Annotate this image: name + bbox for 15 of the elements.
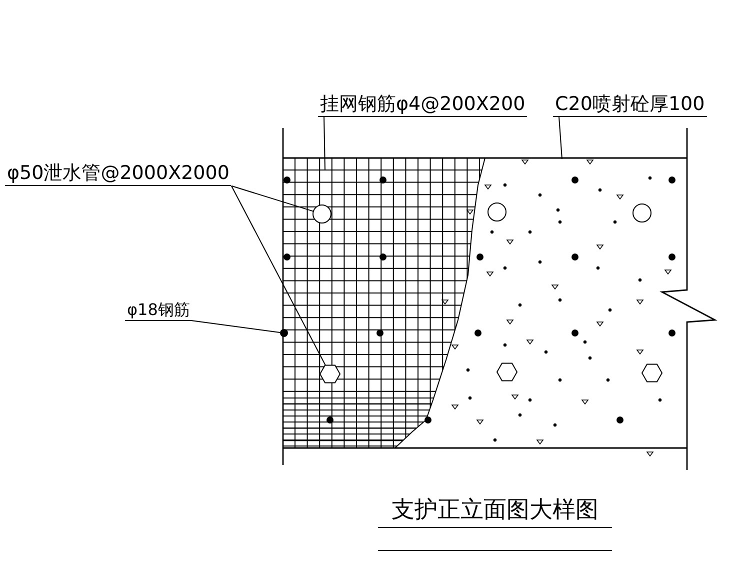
- callout-label: φ18钢筋: [125, 301, 192, 321]
- leader-line: [324, 116, 326, 170]
- shotcrete-drawing: [424, 160, 676, 457]
- wire-mesh-drawing: [283, 158, 486, 448]
- drain-pipe-symbol: [319, 364, 341, 384]
- drawing-title: 支护正立面图大样图: [378, 494, 612, 528]
- callout-label: C20喷射砼厚100: [553, 94, 707, 117]
- leader-line: [558, 116, 562, 160]
- leader-line: [230, 185, 326, 366]
- rebar-dot: [280, 329, 288, 337]
- leader-line: [191, 320, 281, 333]
- callout-label: 挂网钢筋φ4@200X200: [318, 94, 528, 117]
- leader-line: [230, 185, 314, 212]
- callout-label: φ50泄水管@2000X2000: [5, 163, 232, 186]
- drain-pipe-symbol: [312, 204, 332, 224]
